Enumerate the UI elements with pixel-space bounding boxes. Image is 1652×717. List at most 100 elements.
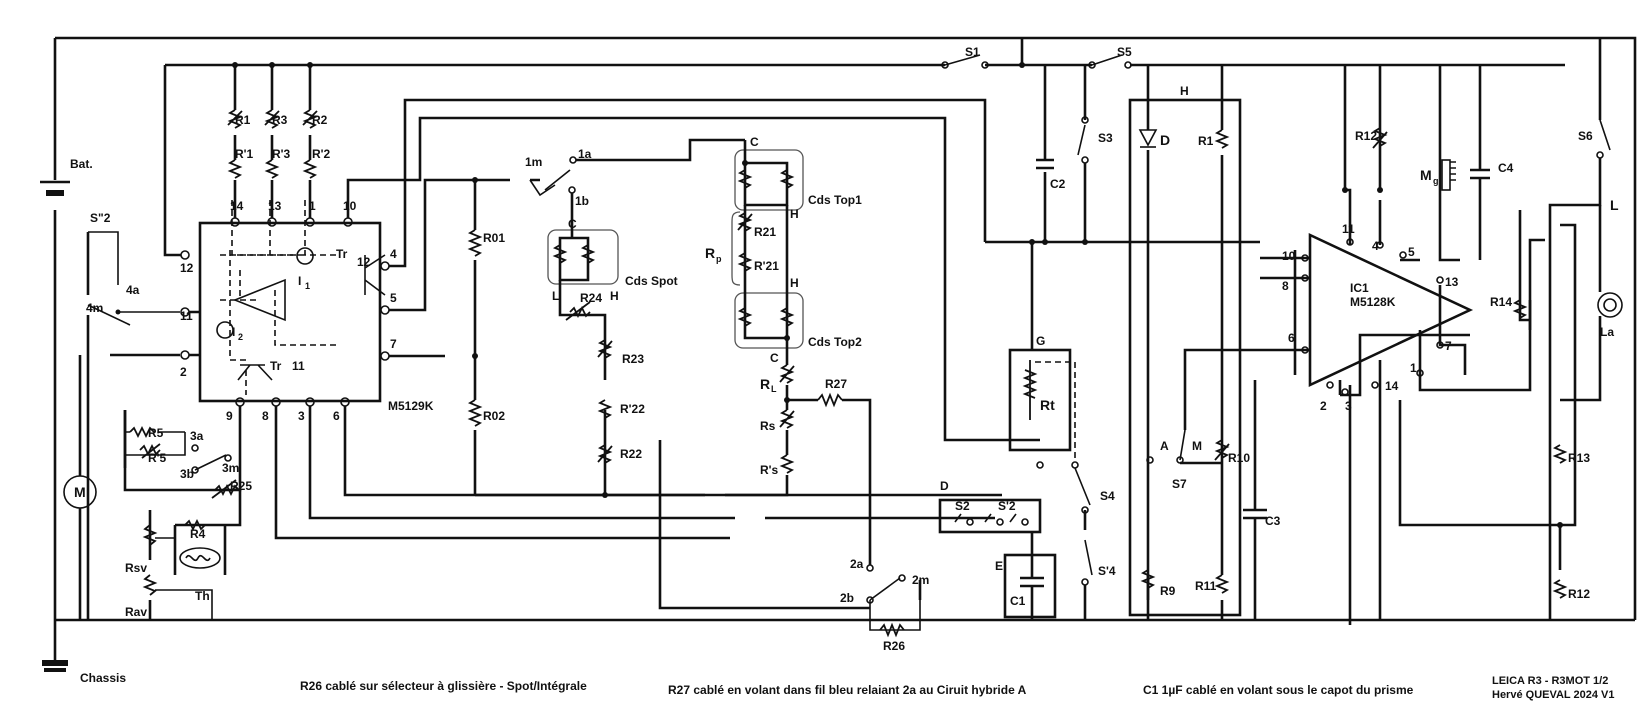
t1b-label: 1b (575, 194, 589, 208)
mg-sub: g (1433, 176, 1439, 186)
pin8-label: 8 (262, 409, 269, 423)
mg-label: M (1420, 167, 1432, 183)
cds-top1-label: Cds Top1 (808, 193, 862, 207)
rp-sub: p (716, 254, 722, 264)
r2p-label: R'2 (312, 147, 331, 161)
rs-label: Rs (760, 419, 776, 433)
r22p-label: R'22 (620, 402, 645, 416)
r4-label: R4 (190, 527, 206, 541)
q11-label: 11 (1342, 222, 1355, 236)
r5-label: R5 (148, 426, 164, 440)
r9-label: R9 (1160, 584, 1176, 598)
h-top2-label: H (790, 276, 799, 290)
r12b-label: R12 (1568, 587, 1590, 601)
bat-label: Bat. (70, 157, 93, 171)
l-spot-label: L (552, 289, 559, 303)
r01-label: R01 (483, 231, 505, 245)
note-c1: C1 1µF cablé en volant sous le capot du … (1143, 683, 1414, 697)
rl-label: R (760, 376, 770, 392)
q4-label: 4 (1372, 239, 1379, 253)
e-box-label: E (995, 559, 1003, 573)
mm-label: M (1192, 439, 1202, 453)
a-label: A (1160, 439, 1169, 453)
r14-label: R14 (1490, 295, 1512, 309)
diode-label: D (1160, 132, 1170, 148)
r21p-label: R'21 (754, 259, 779, 273)
l-label: L (1610, 197, 1619, 213)
rsp-label: R's (760, 463, 779, 477)
left-section: S"2 4a 4m M (63, 211, 180, 620)
battery-symbol: Bat. (40, 157, 93, 196)
t1m-label: 1m (525, 155, 542, 169)
rav-label: Rav (125, 605, 147, 619)
h-spot-label: H (610, 289, 619, 303)
ic1-label: IC1 (1350, 281, 1369, 295)
pin1-label: 1 (309, 199, 316, 213)
r01-r02-column (467, 177, 483, 495)
pin7-label: 7 (390, 337, 397, 351)
rt-label: Rt (1040, 397, 1055, 413)
c3-label: C3 (1265, 514, 1281, 528)
s3-label: S3 (1098, 131, 1113, 145)
note-r26: R26 cablé sur sélecteur à glissière - Sp… (300, 679, 587, 693)
cds-spot-label: Cds Spot (625, 274, 678, 288)
r21-label: R21 (754, 225, 776, 239)
pin13-label: 13 (268, 199, 282, 213)
t2m-label: 2m (912, 573, 929, 587)
switch-2 (658, 440, 922, 638)
ic1-opamp (1260, 65, 1545, 625)
pin3-label: 3 (298, 409, 305, 423)
t3b-label: 3b (180, 467, 194, 481)
r2-label: R2 (312, 113, 328, 127)
t3m-label: 3m (222, 461, 239, 475)
s4-label: S4 (1100, 489, 1115, 503)
t3a-label: 3a (190, 429, 204, 443)
c1-label: C1 (1010, 594, 1026, 608)
rsv-label: Rsv (125, 561, 147, 575)
r22-label: R22 (620, 447, 642, 461)
cds-top2-label: Cds Top2 (808, 335, 862, 349)
r23-label: R23 (622, 352, 644, 366)
c2-label: C2 (1050, 177, 1066, 191)
s7-label: S7 (1172, 477, 1187, 491)
r25-label: R25 (230, 479, 252, 493)
r1b-label: R1 (1198, 134, 1214, 148)
s6-label: S6 (1578, 129, 1593, 143)
tr12-label: Tr (336, 247, 348, 261)
s2p-label: S'2 (998, 499, 1016, 513)
h-box (1128, 65, 1267, 620)
rp-label: R (705, 245, 715, 261)
m5128k-label: M5128K (1350, 295, 1396, 309)
pin12-label: 12 (180, 261, 194, 275)
t2a-label: 2a (850, 557, 864, 571)
main-rails (53, 36, 1637, 622)
i1-label: I (298, 274, 301, 288)
chassis-ground: Chassis (42, 620, 126, 685)
t4a-label: 4a (126, 283, 140, 297)
rl-sub: L (771, 384, 777, 394)
c-top2-label: C (770, 351, 779, 365)
c-top-label: C (750, 135, 759, 149)
ic1-pins (1301, 238, 1444, 396)
h-ic-label: H (1180, 84, 1189, 98)
q2-label: 2 (1320, 399, 1327, 413)
chassis-label: Chassis (80, 671, 126, 685)
switch-group-middle (941, 54, 1260, 620)
q14-label: 14 (1385, 379, 1399, 393)
i2-sub: 2 (238, 332, 243, 342)
pin10-label: 10 (343, 199, 357, 213)
r02-label: R02 (483, 409, 505, 423)
r12t-label: R12 (1355, 129, 1377, 143)
pin5-label: 5 (390, 291, 397, 305)
t1a-label: 1a (578, 147, 592, 161)
switch-1 (529, 138, 745, 225)
q1-label: 1 (1410, 361, 1417, 375)
i2-label: I (232, 325, 235, 339)
q3-label: 3 (1345, 399, 1352, 413)
pin9-label: 9 (226, 409, 233, 423)
q10-label: 10 (1282, 249, 1296, 263)
r26-label: R26 (883, 639, 905, 653)
r3-label: R3 (272, 113, 288, 127)
q5-label: 5 (1408, 245, 1415, 259)
